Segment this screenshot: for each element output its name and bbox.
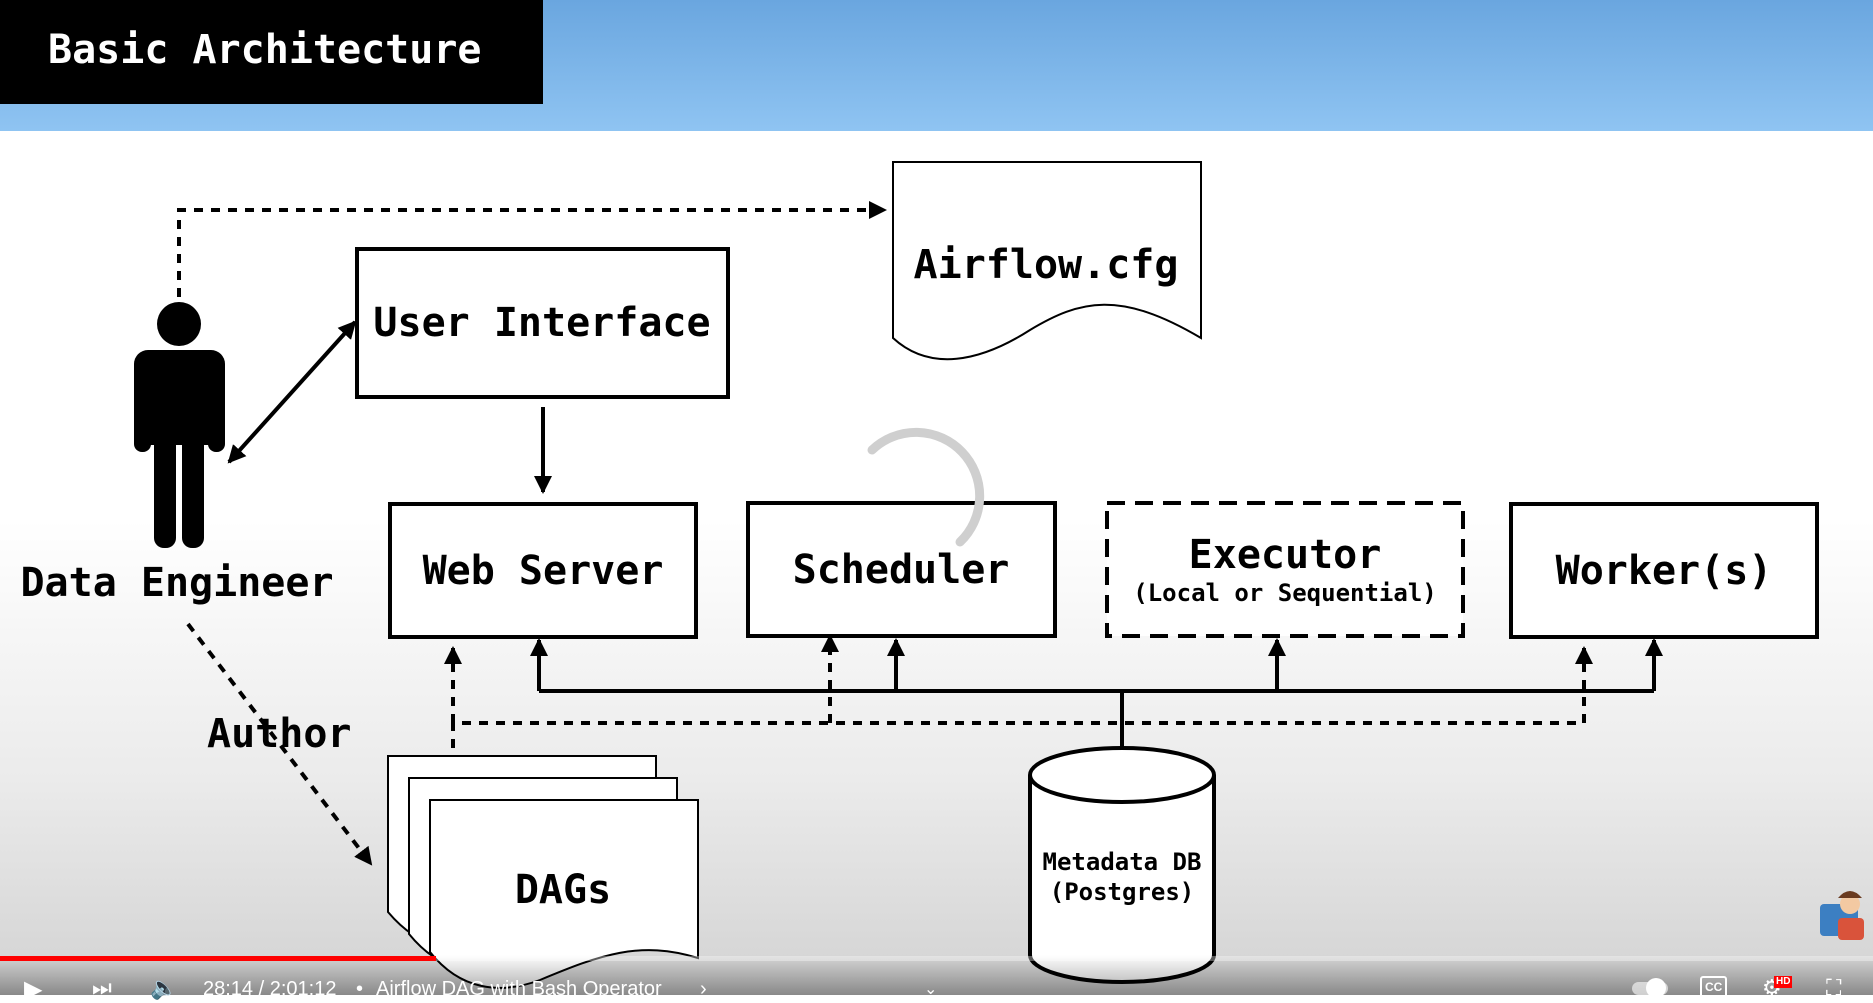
user-interface-label: User Interface [373,300,710,346]
executor-note: (Local or Sequential) [1133,579,1436,607]
airflow-cfg-document [892,161,1202,361]
autoplay-toggle[interactable] [1632,978,1668,998]
person-icon [134,302,225,548]
author-label: Author [207,711,352,757]
data-engineer-label: Data Engineer [20,560,333,606]
chapter-title[interactable]: Airflow DAG with Bash Operator [376,978,662,1000]
hd-badge: HD [1774,976,1793,988]
volume-icon[interactable]: 🔈 [150,976,178,1001]
time-display: 28:14 / 2:01:12 [203,978,337,1000]
metadata-db-cylinder [1028,746,1216,984]
workers-box [1509,502,1819,639]
loading-spinner [867,427,985,547]
scheduler-label: Scheduler [793,547,1010,593]
slide-title: Basic Architecture [0,0,543,104]
chapter-separator: • [356,978,364,1000]
progress-played [0,956,437,961]
chevron-down-icon[interactable]: ⌄ [924,979,938,998]
metadata-db-label: Metadata DB [1043,848,1202,876]
fullscreen-icon[interactable]: ⛶ [1826,976,1842,1001]
play-icon[interactable]: ▶ [24,975,43,1003]
chapter-chevron-icon[interactable]: › [700,978,707,1000]
executor-box [1105,501,1465,638]
channel-avatar[interactable] [1820,891,1864,940]
web-server-label: Web Server [423,548,664,594]
dags-bus [444,634,1593,748]
workers-label: Worker(s) [1556,548,1773,594]
airflow-cfg-label: Airflow.cfg [914,242,1179,288]
player-controls [0,955,1873,995]
scheduler-box [746,501,1057,638]
dags-label: DAGs [515,867,611,913]
web-server-box [388,502,698,639]
metadata-db-sublabel: (Postgres) [1050,878,1195,906]
ui-connector [227,320,357,464]
executor-label: Executor [1189,532,1382,578]
next-icon[interactable]: ⏭ [92,976,112,1001]
settings-icon[interactable]: ⚙ HD [1762,976,1793,1001]
dags-documents [387,755,699,989]
user-interface-box [355,247,730,399]
config-connector [177,201,887,297]
progress-track[interactable] [0,956,1873,961]
